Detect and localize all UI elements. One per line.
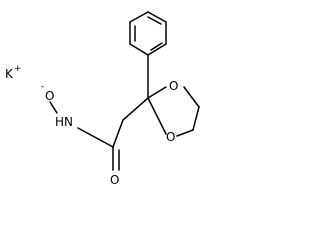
phenyl-bond-3 xyxy=(129,43,149,56)
potassium-label: K xyxy=(5,67,14,81)
chemical-structure: O O O HN - O K + xyxy=(5,11,200,187)
phenyl-double-bond-3 xyxy=(147,16,162,25)
ketal-to-methylene-bond xyxy=(122,97,149,121)
dioxolane-ring xyxy=(147,86,200,137)
phenyl-double-bond-2 xyxy=(150,42,163,51)
ring-oxygen-lower-label: O xyxy=(166,130,175,144)
lower-oxygen-to-ketal-bond xyxy=(147,97,167,135)
ketal-to-upper-oxygen-bond xyxy=(147,86,167,99)
ch2-ch2-bond xyxy=(192,106,200,131)
hydroxamate-oxygen-label: O xyxy=(45,89,54,103)
phenyl-ring xyxy=(129,11,167,56)
ring-oxygen-upper-label: O xyxy=(169,79,178,93)
nitrogen-to-oxygen-bond xyxy=(49,101,58,114)
phenyl-bond-1 xyxy=(129,11,149,23)
methylene-to-carbonyl-bond xyxy=(112,119,124,148)
carbonyl-to-nitrogen-bond xyxy=(77,127,114,148)
ch2-to-lower-oxygen-bond xyxy=(176,129,194,137)
phenyl-bond-6 xyxy=(147,11,167,23)
phenyl-bond-4 xyxy=(147,43,167,56)
hydroxamate-oxygen-charge: - xyxy=(41,82,44,92)
amide-nitrogen-label: HN xyxy=(55,115,73,129)
upper-oxygen-to-ch2-bond xyxy=(183,86,200,108)
carbonyl-oxygen-label: O xyxy=(110,173,119,187)
acetohydroxamate-chain xyxy=(49,97,149,171)
potassium-charge: + xyxy=(14,64,22,74)
